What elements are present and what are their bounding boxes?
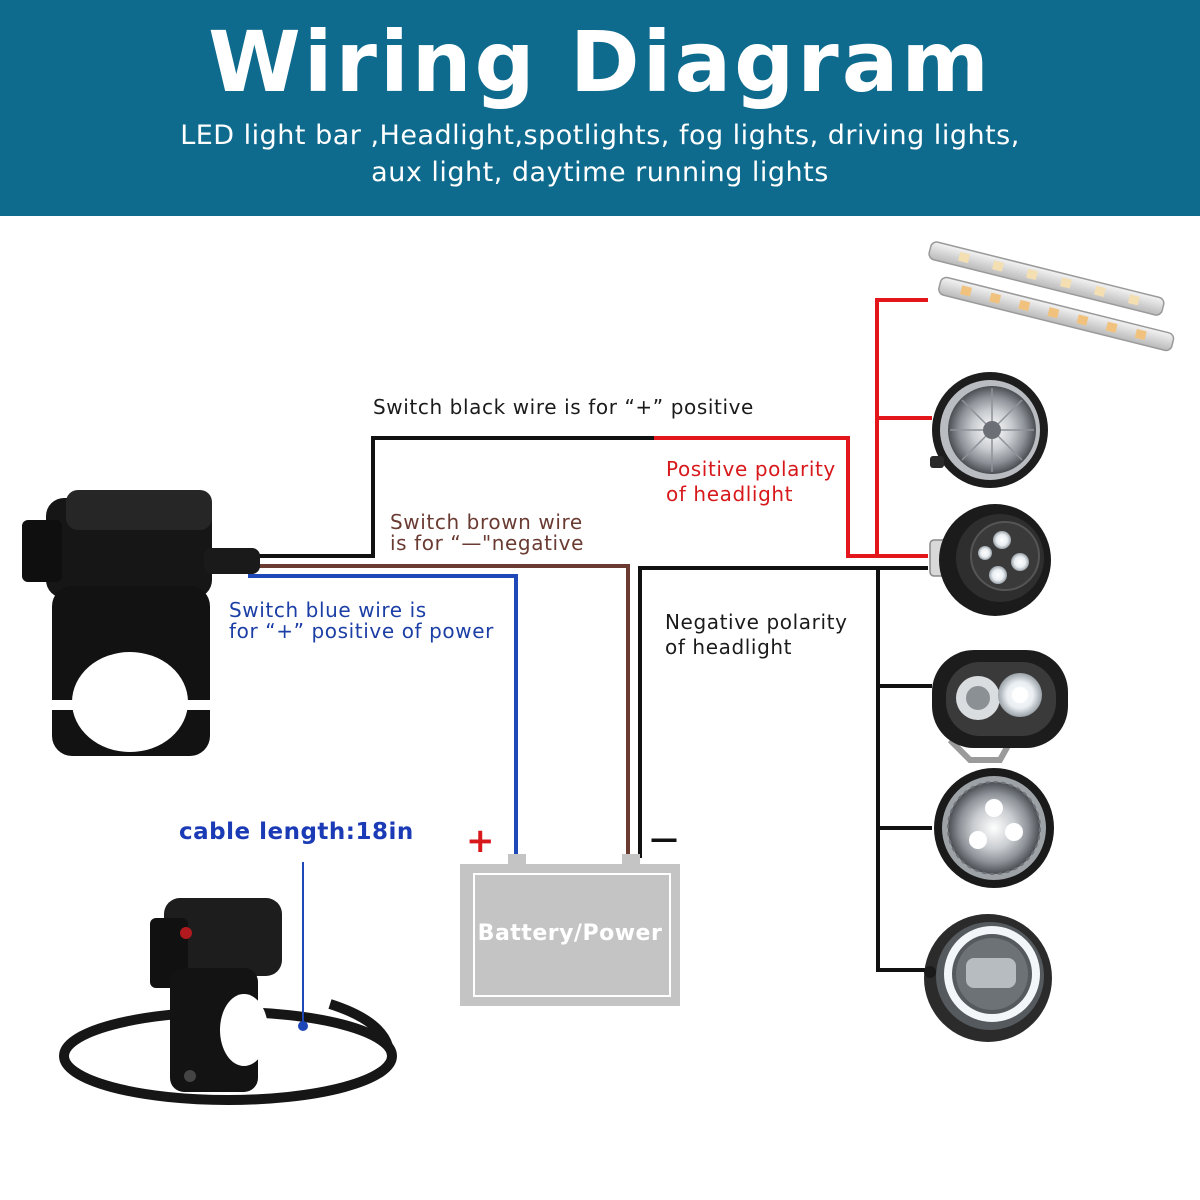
red-wire-positive [654, 436, 928, 558]
page-subtitle-line1: LED light bar ,Headlight,spotlights, fog… [180, 120, 1020, 151]
battery-minus-sign: — [650, 822, 678, 855]
wires [248, 298, 932, 972]
black-wire-negative [638, 566, 928, 858]
led-spotlight [929, 504, 1051, 616]
switch-with-cable [59, 862, 397, 1105]
round-driving-light [934, 768, 1054, 888]
positive-polarity-label-line2: of headlight [666, 482, 794, 506]
cable-length-label: cable length:18in [179, 819, 414, 845]
oval-fog-light [932, 650, 1068, 763]
round-headlight [930, 372, 1048, 488]
blue-wire-label-line1: Switch blue wire is [229, 598, 427, 622]
black-wire-label: Switch black wire is for “+” positive [373, 395, 754, 419]
handlebar-switch [22, 490, 260, 756]
positive-polarity-label-line1: Positive polarity [666, 457, 836, 481]
led-light-bar [928, 241, 1175, 352]
brown-wire-label-line2: is for “—"negative [390, 531, 585, 555]
battery-label: Battery/Power [477, 921, 663, 946]
blue-wire-label-line2: for “+” positive of power [229, 619, 494, 643]
negative-polarity-label-line2: of headlight [665, 635, 793, 659]
brown-wire-label-line1: Switch brown wire [390, 510, 583, 534]
battery [460, 854, 680, 1006]
brown-wire-negative [258, 564, 630, 858]
halo-headlight [924, 914, 1052, 1042]
black-bus [876, 568, 930, 972]
header-banner [0, 0, 1200, 216]
black-wire-positive [258, 436, 656, 558]
blue-wire-power [248, 574, 518, 858]
page-title: Wiring Diagram [208, 13, 992, 111]
page-subtitle-line2: aux light, daytime running lights [371, 157, 829, 188]
battery-plus-sign: + [466, 821, 495, 861]
negative-polarity-label-line1: Negative polarity [665, 610, 848, 634]
red-bus [875, 298, 928, 556]
